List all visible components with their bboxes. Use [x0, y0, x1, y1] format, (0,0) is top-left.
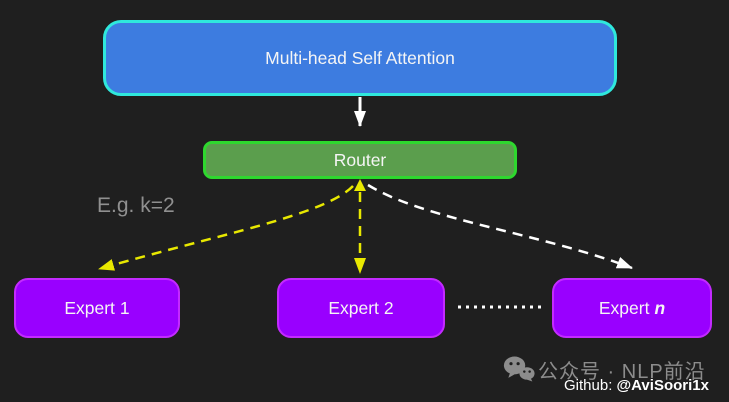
- expert-2-label: Expert: [328, 297, 379, 318]
- expert-2-index: 2: [383, 297, 394, 318]
- router-to-expert-n-arrow: [367, 183, 633, 270]
- router-up-arrowhead: [354, 179, 366, 191]
- wechat-icon: [503, 356, 535, 382]
- multi-head-self-attention-label: Multi-head Self Attention: [265, 47, 455, 68]
- router-box: Router: [203, 141, 517, 179]
- expert-1-box: Expert 1: [14, 278, 180, 338]
- github-handle: @AviSoori1x: [616, 377, 709, 394]
- expert-2-box: Expert 2: [277, 278, 445, 338]
- expert-n-label: Expert: [598, 297, 650, 318]
- multi-head-self-attention-box: Multi-head Self Attention: [103, 20, 617, 96]
- expert-1-label: Expert: [64, 297, 115, 318]
- github-prefix: Github:: [564, 377, 617, 394]
- expert-n-index: n: [654, 297, 666, 318]
- k-value-annotation: E.g. k=2: [97, 194, 175, 217]
- router-label: Router: [333, 149, 387, 170]
- github-watermark-text: Github: @AviSoori1x: [564, 377, 709, 394]
- wechat-watermark-text: 公众号 · NLP前沿: [538, 361, 706, 383]
- expert-n-box: Expert n: [552, 278, 712, 338]
- expert-1-index: 1: [119, 297, 130, 318]
